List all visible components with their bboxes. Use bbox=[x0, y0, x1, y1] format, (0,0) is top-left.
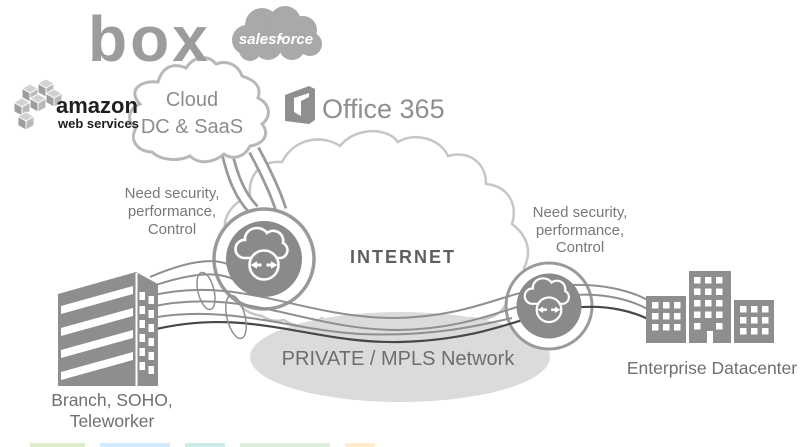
mpls-network-ellipse: PRIVATE / MPLS Network bbox=[250, 312, 550, 402]
svg-text:amazon: amazon bbox=[56, 93, 138, 118]
aws-cubes-icon bbox=[13, 78, 63, 131]
svg-text:Office 365: Office 365 bbox=[322, 94, 445, 124]
salesforce-logo: salesforce bbox=[239, 31, 313, 48]
svg-text:Control: Control bbox=[556, 239, 604, 256]
datacenter-windows bbox=[652, 277, 769, 343]
saas-cloud-label: DC & SaaS bbox=[141, 116, 243, 138]
svg-text:Branch, SOHO,: Branch, SOHO, bbox=[51, 390, 173, 410]
saas-cloud: Cloud DC & SaaS bbox=[128, 56, 270, 164]
svg-text:Control: Control bbox=[148, 221, 196, 238]
office365-logo: Office 365 bbox=[285, 86, 445, 124]
svg-text:Teleworker: Teleworker bbox=[70, 411, 155, 431]
building-side-windows bbox=[139, 292, 154, 374]
branch-label: Branch, SOHO, Teleworker bbox=[51, 390, 173, 431]
truncated-caption-marks bbox=[30, 443, 375, 447]
coil-loop-icon bbox=[196, 271, 216, 311]
svg-text:web services: web services bbox=[57, 116, 139, 131]
svg-text:performance,: performance, bbox=[536, 222, 624, 239]
left-edge-node bbox=[226, 221, 302, 297]
mpls-label: PRIVATE / MPLS Network bbox=[282, 348, 516, 370]
saas-cloud-label: Cloud bbox=[166, 89, 218, 111]
office-building-icon bbox=[58, 272, 158, 386]
salesforce-cloud-icon: salesforce bbox=[232, 6, 322, 61]
right-node-label: Need security, performance, Control bbox=[533, 204, 628, 256]
aws-logo: amazon web services bbox=[13, 78, 139, 131]
svg-text:Need security,: Need security, bbox=[533, 204, 628, 221]
right-edge-node bbox=[516, 273, 582, 339]
box-logo: box bbox=[88, 3, 211, 75]
left-node-label: Need security, performance, Control bbox=[125, 185, 220, 238]
svg-text:performance,: performance, bbox=[128, 203, 216, 220]
internet-label: INTERNET bbox=[350, 247, 456, 267]
office-logo-icon bbox=[285, 86, 315, 124]
svg-text:Need security,: Need security, bbox=[125, 185, 220, 202]
coil-loop-icon bbox=[225, 294, 247, 340]
datacenter-buildings-icon bbox=[646, 271, 774, 343]
datacenter-label: Enterprise Datacenter bbox=[627, 358, 797, 378]
